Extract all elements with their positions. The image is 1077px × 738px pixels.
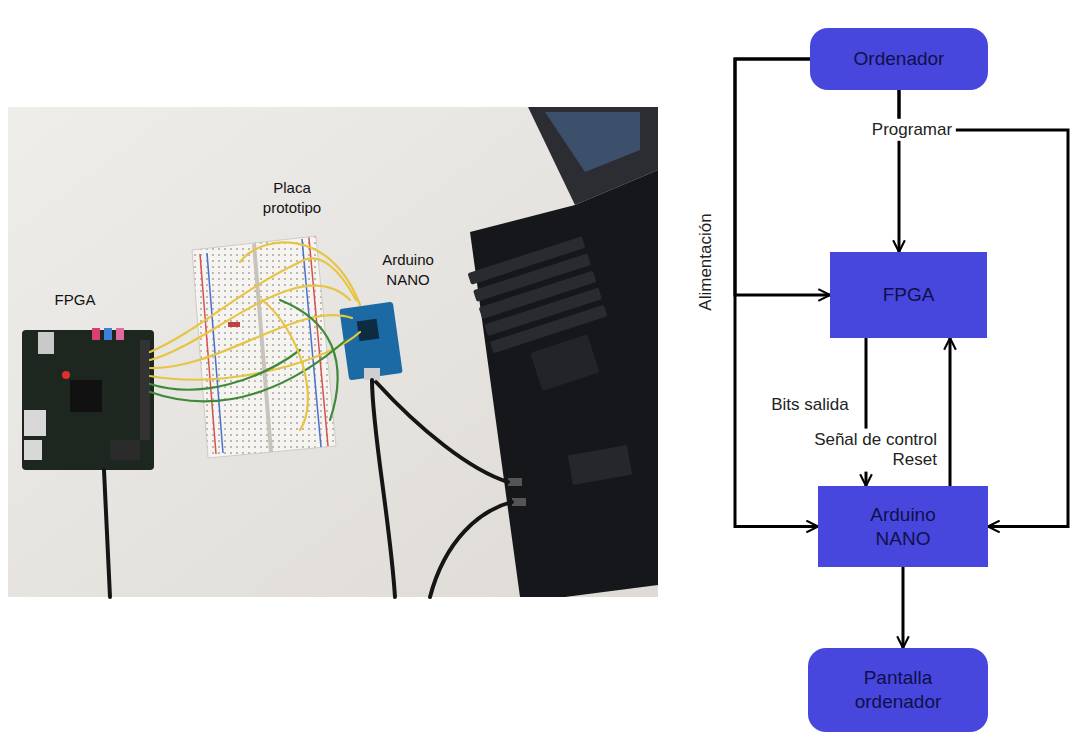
edge-label: Programar xyxy=(868,119,956,141)
connector-arrow xyxy=(735,59,830,295)
node-text: FPGA xyxy=(883,283,935,307)
photo-label: Arduino NANO xyxy=(382,250,434,291)
node-text: Arduino NANO xyxy=(870,503,936,551)
breadboard xyxy=(192,236,336,458)
photo-label: Placa prototipo xyxy=(263,178,321,219)
photo-background xyxy=(8,107,658,597)
process-box: Arduino NANO xyxy=(818,486,988,567)
rounded-box: Ordenador xyxy=(810,28,988,90)
connector-arrow xyxy=(949,338,952,486)
connector-arrow xyxy=(902,567,905,648)
usb-cables xyxy=(104,380,512,597)
jumper-wires xyxy=(150,242,360,430)
edge-label: Bits salida xyxy=(767,394,852,416)
process-box: FPGA xyxy=(830,252,987,338)
edge-label: Alimentación xyxy=(695,209,717,314)
rounded-box: Pantalla ordenador xyxy=(808,648,988,732)
photo-label: FPGA xyxy=(55,290,96,310)
laptop xyxy=(468,107,658,597)
fpga-board xyxy=(22,328,154,470)
edge-label: Señal de control Reset xyxy=(783,429,941,472)
node-text: Ordenador xyxy=(854,47,945,71)
node-text: Pantalla ordenador xyxy=(855,666,942,714)
